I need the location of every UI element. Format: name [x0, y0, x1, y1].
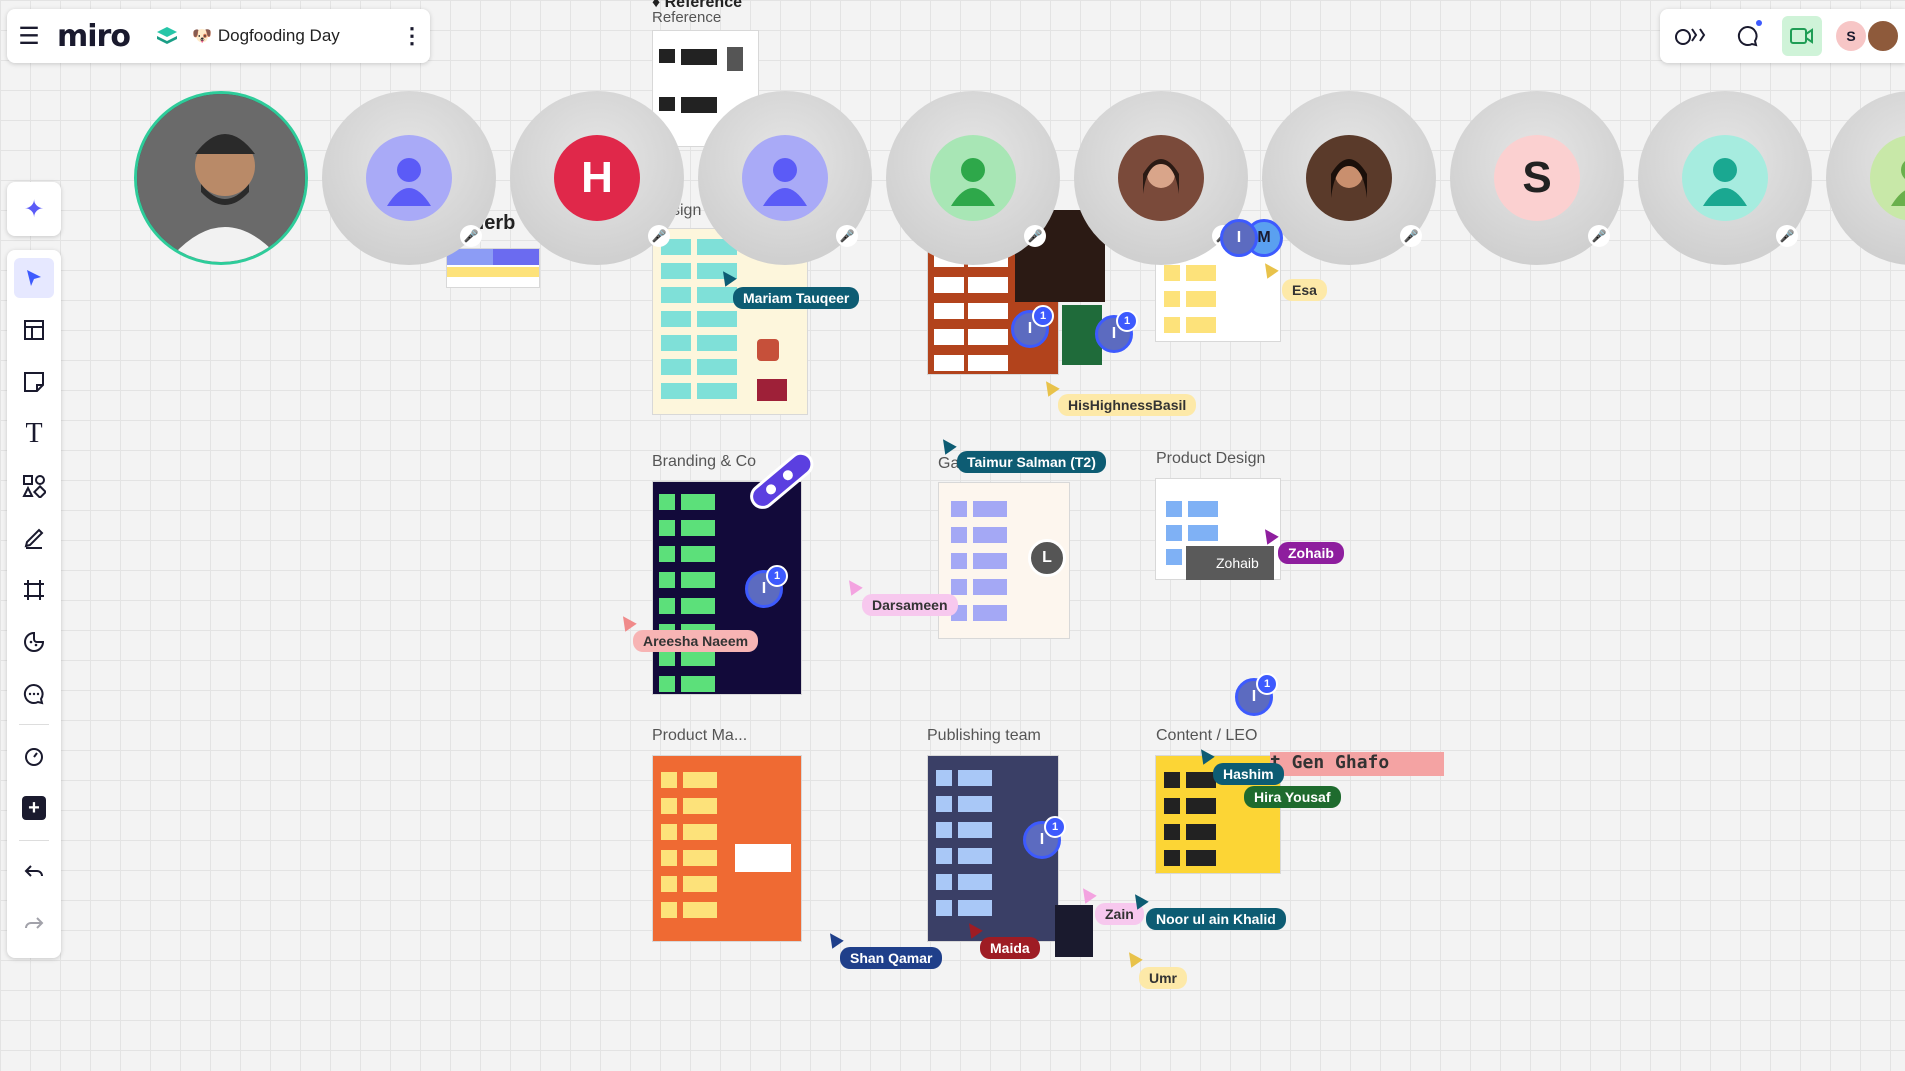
menu-icon[interactable]: ☰	[18, 22, 40, 50]
templates-tool-icon[interactable]	[14, 310, 54, 350]
video-icon[interactable]	[1782, 16, 1822, 56]
redo-tool-icon[interactable]	[14, 904, 54, 944]
toolbar-divider	[19, 724, 49, 725]
undo-tool-icon[interactable]	[14, 852, 54, 892]
cursor-label: Taimur Salman (T2)	[957, 451, 1106, 473]
reactions-icon[interactable]	[1674, 16, 1714, 56]
left-toolbar: T +	[7, 250, 61, 958]
frame-design[interactable]	[652, 228, 808, 415]
ai-assist-icon[interactable]: ✦	[7, 182, 61, 236]
participant-self-video[interactable]	[134, 91, 308, 265]
participant-tile[interactable]: 🎤	[698, 91, 872, 265]
cursor-arrow-icon	[1040, 377, 1060, 397]
comment-badge[interactable]: L	[1028, 539, 1066, 577]
participant-strip: 🎤 H 🎤 🎤 🎤 🎤 🎤 S 🎤 🎤	[0, 0, 1905, 270]
cursor-label: Hashim	[1213, 763, 1284, 785]
toolbar-divider	[19, 840, 49, 841]
select-tool-icon[interactable]	[14, 258, 54, 298]
mic-muted-icon: 🎤	[1776, 225, 1798, 247]
board-emoji: 🐶	[191, 28, 212, 45]
frame-title-reference-heading: ♦ Reference	[652, 0, 742, 11]
frame-title-design[interactable]: sign	[672, 202, 702, 219]
pen-tool-icon[interactable]	[14, 518, 54, 558]
notification-dot	[1756, 20, 1762, 26]
zohaib-card: Zohaib	[1186, 546, 1274, 580]
participant-tile[interactable]	[1826, 91, 1905, 265]
mic-muted-icon: 🎤	[1588, 225, 1610, 247]
cursor-arrow-icon	[1077, 884, 1097, 904]
stickers-tool-icon[interactable]	[14, 622, 54, 662]
frame-product-marketing[interactable]	[652, 755, 802, 942]
cursor-label: HisHighnessBasil	[1058, 394, 1197, 416]
cursor-label: Darsameen	[862, 594, 958, 616]
cursor-label: Mariam Tauqeer	[733, 287, 860, 309]
sticky-note-tool-icon[interactable]	[14, 362, 54, 402]
timer-tool-icon[interactable]	[14, 736, 54, 776]
user-avatar-photo[interactable]	[1866, 19, 1900, 53]
board-icon	[156, 27, 177, 44]
board-header: ☰ miro 🐶 Dogfooding Day ⋮	[7, 9, 430, 63]
frame-title-games[interactable]: Ga	[938, 455, 960, 472]
mic-muted-icon: 🎤	[460, 225, 482, 247]
frame-title-publishing[interactable]: Publishing team	[927, 727, 1041, 744]
cursor-label: Shan Qamar	[840, 947, 943, 969]
more-apps-tool-icon[interactable]: +	[14, 788, 54, 828]
cursor-label: Zain	[1095, 903, 1144, 925]
cursor-arrow-icon	[1123, 948, 1143, 968]
book-cover	[1055, 905, 1093, 957]
comment-tool-icon[interactable]	[14, 674, 54, 714]
cursor-arrow-icon	[617, 612, 637, 632]
frame-leaderboard[interactable]	[446, 248, 540, 288]
participant-tile[interactable]: 🎤	[1262, 91, 1436, 265]
skateboard-sticker	[750, 451, 814, 509]
collaboration-bar: S	[1660, 9, 1905, 63]
participant-initial: H	[554, 135, 640, 221]
participant-tile[interactable]: 🎤	[322, 91, 496, 265]
cursor-label: Maida	[980, 937, 1040, 959]
cursor-label: Hira Yousaf	[1244, 786, 1341, 808]
cursor-label: Zohaib	[1278, 542, 1344, 564]
gen-ghafoor-banner[interactable]: t Gen Ghafo	[1270, 752, 1444, 776]
mic-muted-icon: 🎤	[1400, 225, 1422, 247]
mic-muted-icon: 🎤	[1024, 225, 1046, 247]
frame-title-reference[interactable]: Reference	[652, 9, 722, 26]
miro-logo[interactable]: miro	[57, 18, 131, 54]
comment-badge[interactable]: I	[1220, 219, 1258, 257]
cursor-arrow-icon	[843, 576, 863, 596]
board-title[interactable]: Dogfooding Day	[217, 26, 340, 45]
user-avatar[interactable]: S	[1836, 21, 1866, 51]
cursor-arrow-icon	[824, 929, 844, 949]
participant-tile[interactable]: 🎤	[1638, 91, 1812, 265]
chat-icon[interactable]	[1728, 16, 1768, 56]
frame-title-product-design[interactable]: Product Design	[1156, 450, 1266, 467]
cursor-arrow-icon	[937, 435, 957, 455]
frame-title-product-marketing[interactable]: Product Ma...	[652, 727, 748, 744]
cursor-label: Umr	[1139, 967, 1188, 989]
participant-tile[interactable]: S 🎤	[1450, 91, 1624, 265]
mic-muted-icon: 🎤	[836, 225, 858, 247]
cursor-label: Areesha Naeem	[633, 630, 759, 652]
shapes-tool-icon[interactable]	[14, 466, 54, 506]
text-tool-icon[interactable]: T	[25, 418, 43, 449]
mic-muted-icon: 🎤	[648, 225, 670, 247]
participant-initial: S	[1494, 135, 1580, 221]
participant-tile[interactable]: 🎤	[1074, 91, 1248, 265]
participant-tile[interactable]: H 🎤	[510, 91, 684, 265]
frame-tool-icon[interactable]	[14, 570, 54, 610]
participant-tile[interactable]: 🎤	[886, 91, 1060, 265]
more-options-icon[interactable]: ⋮	[401, 23, 423, 48]
cursor-label: Noor ul ain Khalid	[1146, 908, 1286, 930]
cursor-label: Esa	[1282, 279, 1327, 301]
frame-title-content[interactable]: Content / LEO	[1156, 727, 1258, 744]
frame-top-right[interactable]	[1155, 240, 1281, 342]
frame-title-branding[interactable]: Branding & Co	[652, 453, 757, 470]
